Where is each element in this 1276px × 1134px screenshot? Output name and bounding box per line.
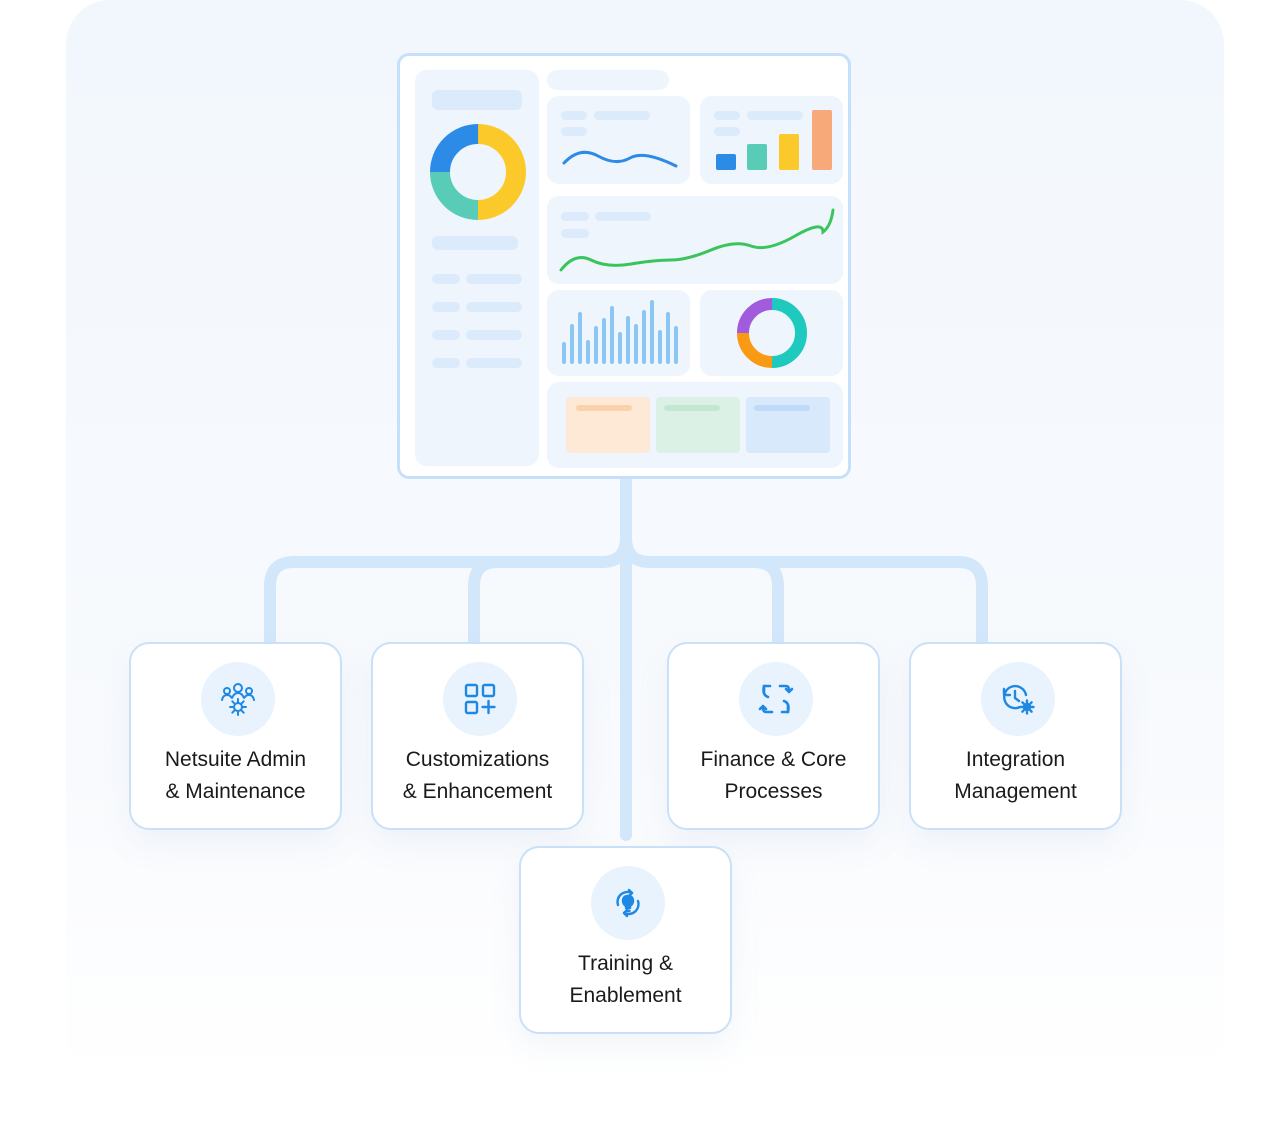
card-label-placeholder (561, 229, 589, 238)
service-label: Customizations & Enhancement (379, 744, 576, 808)
sync-arrows-icon (739, 662, 813, 736)
histogram-chart (562, 300, 678, 364)
service-card-training[interactable]: Training & Enablement (519, 846, 732, 1034)
tile-blue-label (754, 405, 810, 411)
card-label-placeholder (561, 127, 587, 136)
donut-segment-purple (737, 298, 807, 368)
sidebar-row-placeholder (466, 302, 522, 312)
card-label-placeholder (714, 127, 740, 136)
service-label-line2: & Enhancement (402, 780, 553, 803)
card-label-placeholder (594, 111, 650, 120)
service-label: Training & Enablement (527, 948, 724, 1012)
service-card-integration[interactable]: Integration Management (909, 642, 1122, 830)
sidebar-row-placeholder (432, 274, 460, 284)
bar-teal (747, 144, 767, 170)
service-label-line2: Management (954, 780, 1077, 803)
sidebar-row-placeholder (432, 302, 460, 312)
service-card-customizations[interactable]: Customizations & Enhancement (371, 642, 584, 830)
service-label: Integration Management (917, 744, 1114, 808)
connector-branch-left (264, 514, 632, 648)
card-wave-line (547, 96, 690, 184)
sidebar-donut-chart (430, 124, 526, 220)
sidebar-row-placeholder (466, 330, 522, 340)
service-label: Netsuite Admin & Maintenance (137, 744, 334, 808)
small-donut-chart (737, 298, 807, 368)
card-label-placeholder (561, 111, 587, 120)
bar-yellow (779, 134, 799, 170)
card-label-placeholder (595, 212, 651, 221)
sidebar-subtitle-placeholder (432, 236, 518, 250)
dashboard-header-placeholder (547, 70, 669, 90)
sidebar-row-placeholder (432, 358, 460, 368)
service-label-line2: & Maintenance (165, 780, 306, 803)
lightbulb-refresh-icon (591, 866, 665, 940)
tile-orange-label (576, 405, 632, 411)
service-label-line1: Customizations (405, 748, 550, 771)
service-label-line1: Integration (965, 748, 1066, 771)
card-label-placeholder (747, 111, 803, 120)
bar-blue (716, 154, 736, 170)
donut-segment-blue (430, 124, 526, 220)
service-label: Finance & Core Processes (675, 744, 872, 808)
service-label-line1: Netsuite Admin (164, 748, 307, 771)
service-label-line2: Processes (724, 780, 823, 803)
wave-line-chart (562, 150, 678, 168)
connector-branch-left-inner (468, 556, 596, 648)
connector-branch-right-inner (656, 556, 784, 648)
team-gear-icon (201, 662, 275, 736)
history-gear-icon (981, 662, 1055, 736)
service-label-line1: Training & (578, 952, 673, 975)
service-label-line1: Finance & Core (700, 748, 847, 771)
sidebar-row-placeholder (466, 358, 522, 368)
grid-plus-icon (443, 662, 517, 736)
service-card-finance[interactable]: Finance & Core Processes (667, 642, 880, 830)
tile-green-label (664, 405, 720, 411)
card-label-placeholder (714, 111, 740, 120)
sidebar-row-placeholder (466, 274, 522, 284)
sidebar-title-placeholder (432, 90, 522, 110)
sidebar-row-placeholder (432, 330, 460, 340)
connector-branch-right (620, 514, 988, 648)
service-label-line2: Enablement (569, 984, 682, 1007)
card-green-wave (547, 196, 843, 284)
service-card-netsuite-admin[interactable]: Netsuite Admin & Maintenance (129, 642, 342, 830)
card-label-placeholder (561, 212, 589, 221)
green-wave-line-chart (559, 208, 835, 272)
bar-orange (812, 110, 832, 170)
dashboard-illustration (397, 53, 851, 479)
